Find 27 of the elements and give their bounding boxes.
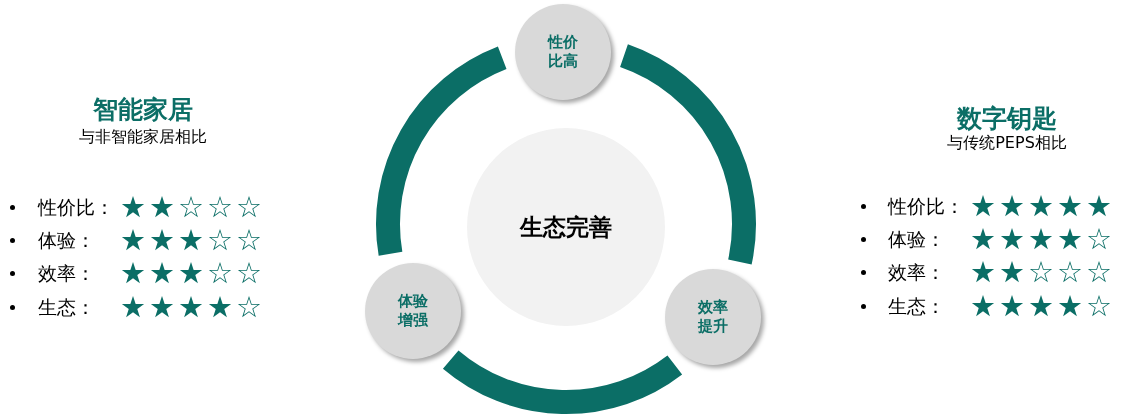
panel-subtitle: 与非智能家居相比 — [79, 127, 207, 148]
rating-label: 生态： — [38, 295, 95, 320]
panel-subtitle: 与传统PEPS相比 — [947, 133, 1067, 154]
star-rating: ★★★★★ — [970, 190, 1115, 222]
feature-circle: 效率提升 — [665, 269, 761, 365]
star-rating: ★★★★☆ — [970, 223, 1115, 255]
star-rating: ★★☆☆☆ — [120, 191, 265, 223]
rating-label: 性价比： — [38, 195, 114, 220]
star-rating: ★★★★☆ — [970, 290, 1115, 322]
feature-circle: 性价比高 — [515, 4, 611, 100]
rating-label: 性价比： — [888, 194, 964, 219]
center-circle: 生态完善 — [467, 128, 665, 326]
ring-arc — [619, 44, 756, 264]
panel-heading: 数字钥匙 — [957, 103, 1057, 135]
feature-circle: 体验增强 — [365, 263, 461, 359]
rating-label: 生态： — [888, 294, 945, 319]
ring-arc — [443, 350, 682, 414]
star-rating: ★★★★☆ — [120, 291, 265, 323]
rating-label: 效率： — [38, 261, 95, 286]
rating-label: 效率： — [888, 260, 945, 285]
rating-label: 体验： — [888, 227, 945, 252]
ring-arc — [376, 46, 508, 256]
panel-heading: 智能家居 — [93, 94, 193, 126]
star-rating: ★★☆☆☆ — [970, 256, 1115, 288]
rating-label: 体验： — [38, 228, 95, 253]
star-rating: ★★★☆☆ — [120, 224, 265, 256]
star-rating: ★★★☆☆ — [120, 257, 265, 289]
